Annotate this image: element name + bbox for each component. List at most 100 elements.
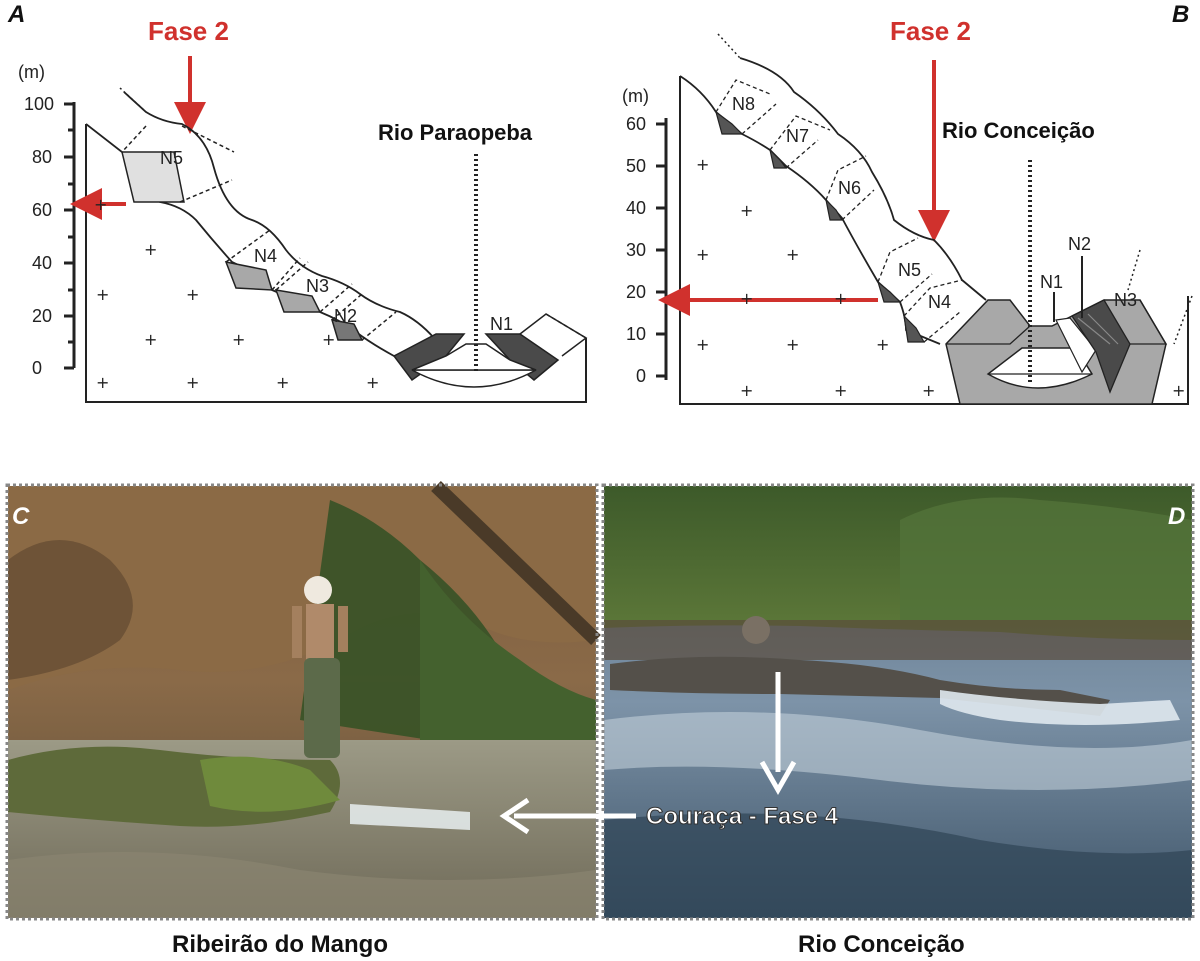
panel-b-level-n1: N1 xyxy=(1040,272,1063,292)
panel-b-level-n3: N3 xyxy=(1114,290,1137,310)
couraca-arrows xyxy=(499,672,797,835)
panel-b-terrace-n6 xyxy=(825,198,844,221)
panel-b-letter: B xyxy=(1172,1,1189,28)
panel-b-tick-label: 10 xyxy=(626,324,646,344)
svg-text:+: + xyxy=(232,330,245,349)
svg-text:+: + xyxy=(696,245,709,264)
svg-text:+: + xyxy=(96,373,109,392)
panel-a-level-n4: N4 xyxy=(254,246,277,266)
panel-c-letter: C xyxy=(12,503,30,530)
panel-b-terrace-n5-bounds xyxy=(877,237,933,303)
couraca-annotation: Couraça - Fase 4 xyxy=(646,803,839,830)
panel-a-phase-label: Fase 2 xyxy=(148,16,229,46)
panel-b-tick-label: 50 xyxy=(626,156,646,176)
svg-text:+: + xyxy=(1172,381,1185,400)
svg-text:+: + xyxy=(94,195,107,214)
panel-b-terrace-n4-bounds xyxy=(903,279,963,343)
panel-b-terrace-n8 xyxy=(714,110,744,135)
panel-b-tick-label: 30 xyxy=(626,240,646,260)
panel-a-ridge-dotted xyxy=(119,87,147,113)
panel-b-tick-label: 0 xyxy=(636,366,646,386)
panel-b-level-n2: N2 xyxy=(1068,234,1091,254)
panel-a-level-n2: N2 xyxy=(334,306,357,326)
panel-b-tick-label: 40 xyxy=(626,198,646,218)
panel-a-unit: (m) xyxy=(18,62,45,82)
panel-b-phase-label: Fase 2 xyxy=(890,16,971,46)
panel-d-photo xyxy=(604,486,1192,918)
panel-a-level-n5: N5 xyxy=(160,148,183,168)
panel-b-river-label: Rio Conceição xyxy=(942,118,1095,143)
panel-a-terrace-n3-bounds xyxy=(275,261,353,313)
panel-a-tick-label: 40 xyxy=(32,253,52,273)
panel-d-frame xyxy=(601,483,1195,921)
panel-c-photo xyxy=(8,480,601,918)
panel-b-terrace-n8-bounds xyxy=(715,79,777,135)
panel-b-terrace-n1 xyxy=(1055,317,1097,374)
svg-text:+: + xyxy=(186,373,199,392)
panel-a-tick-label: 80 xyxy=(32,147,52,167)
panel-a-basement-marks: ++ ++ +++ ++++ xyxy=(94,195,379,392)
panel-b-level-n5: N5 xyxy=(898,260,921,280)
svg-text:+: + xyxy=(186,285,199,304)
panel-b-tick-label: 20 xyxy=(626,282,646,302)
svg-text:+: + xyxy=(144,330,157,349)
panel-a-channel-floor xyxy=(411,343,537,371)
svg-text:+: + xyxy=(786,245,799,264)
panel-b-unit: (m) xyxy=(622,86,649,106)
svg-text:+: + xyxy=(834,289,847,308)
svg-text:+: + xyxy=(366,373,379,392)
panel-b: B Fase 2 (m) 60 50 40 30 20 10 0 N8 N7 xyxy=(622,1,1193,405)
panel-c-frame xyxy=(5,483,599,921)
svg-text:+: + xyxy=(876,335,889,354)
panel-b-terrace-n2 xyxy=(1071,299,1131,394)
panel-a-letter: A xyxy=(7,1,25,28)
panel-a-tick-label: 100 xyxy=(24,94,54,114)
svg-text:+: + xyxy=(96,285,109,304)
panel-b-terrace-n7 xyxy=(768,148,788,169)
panel-a: A Fase 2 (m) 100 80 60 40 20 0 xyxy=(7,1,588,403)
panel-b-section-block xyxy=(679,76,1189,405)
svg-text:+: + xyxy=(922,381,935,400)
panel-a-channel xyxy=(411,369,537,388)
svg-text:+: + xyxy=(834,381,847,400)
panel-b-terrace-n7-bounds xyxy=(769,115,831,169)
panel-a-level-n3: N3 xyxy=(306,276,329,296)
panel-a-tick-label: 20 xyxy=(32,306,52,326)
panel-a-terrace-n1-left xyxy=(392,333,466,382)
panel-a-section-block xyxy=(85,124,587,403)
panel-b-ridge-dotted xyxy=(717,33,1193,345)
panel-a-terrace-n4 xyxy=(224,260,274,291)
panel-a-river-label: Rio Paraopeba xyxy=(378,120,533,145)
svg-text:+: + xyxy=(786,335,799,354)
panel-b-terrace-n6-bounds xyxy=(825,155,875,221)
panel-a-tick-label: 0 xyxy=(32,358,42,378)
panel-a-right-bank-dotted xyxy=(545,313,587,339)
panel-c-caption: Ribeirão do Mango xyxy=(172,931,388,958)
panel-a-terrace-n2-bounds xyxy=(331,293,397,341)
panel-a-tick-label: 60 xyxy=(32,200,52,220)
svg-text:+: + xyxy=(740,201,753,220)
panel-b-terrace-n2-inner xyxy=(1077,313,1119,345)
panel-a-terrace-n1-right xyxy=(484,333,560,381)
panel-a-level-n1: N1 xyxy=(490,314,513,334)
svg-text:+: + xyxy=(696,335,709,354)
panel-a-terrace-n5 xyxy=(121,151,185,203)
panel-b-level-n4: N4 xyxy=(928,292,951,312)
panel-a-ticks xyxy=(64,102,74,370)
panel-a-terrace-n4-bounds xyxy=(225,229,301,291)
panel-b-terrace-n4 xyxy=(903,314,926,343)
panel-b-upper-profile xyxy=(739,57,987,301)
panel-b-level-n8: N8 xyxy=(732,94,755,114)
panel-b-tick-label: 60 xyxy=(626,114,646,134)
panel-b-basement-marks: + + + + + + + + + + + + + xyxy=(696,155,1185,400)
panel-b-level-n7: N7 xyxy=(786,126,809,146)
svg-text:+: + xyxy=(144,240,157,259)
panel-d-caption: Rio Conceição xyxy=(798,931,965,958)
svg-text:+: + xyxy=(322,330,335,349)
svg-text:+: + xyxy=(740,289,753,308)
panel-b-level-n6: N6 xyxy=(838,178,861,198)
svg-text:+: + xyxy=(696,155,709,174)
svg-text:+: + xyxy=(740,381,753,400)
panel-b-terrace-n5 xyxy=(876,280,902,303)
